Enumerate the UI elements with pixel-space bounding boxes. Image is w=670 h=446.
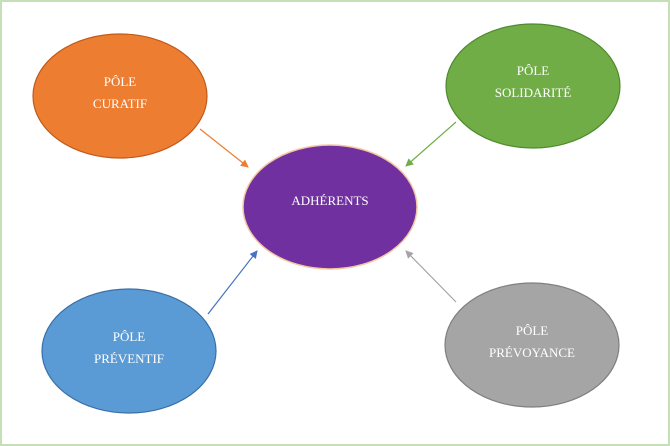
arrow-curatif-to-adherents — [199, 128, 249, 168]
pole-solidarite-ellipse — [445, 23, 621, 149]
pole-curatif: PÔLE CURATIF — [32, 33, 208, 159]
pole-prevoyance-line2: PRÉVOYANCE — [489, 345, 575, 360]
center-adherents-ellipse — [242, 144, 418, 270]
pole-solidarite-line2: SOLIDARITÉ — [495, 85, 572, 100]
pole-prevoyance-ellipse — [444, 282, 620, 408]
pole-preventif: PÔLE PRÉVENTIF — [41, 288, 217, 414]
pole-prevoyance-line1: PÔLE — [516, 323, 549, 338]
pole-prevoyance: PÔLE PRÉVOYANCE — [444, 282, 620, 408]
pole-preventif-line2: PRÉVENTIF — [94, 351, 164, 366]
arrow-preventif-to-adherents — [207, 250, 258, 315]
pole-curatif-line1: PÔLE — [104, 74, 137, 89]
pole-curatif-line2: CURATIF — [93, 96, 147, 111]
arrow-prevoyance-to-adherents — [405, 250, 457, 303]
pole-solidarite: PÔLE SOLIDARITÉ — [445, 23, 621, 149]
pole-preventif-line1: PÔLE — [113, 329, 146, 344]
pole-curatif-ellipse — [32, 33, 208, 159]
arrow-solidarite-to-adherents — [405, 121, 457, 167]
center-adherents: ADHÉRENTS — [242, 144, 418, 270]
pole-solidarite-line1: PÔLE — [517, 63, 550, 78]
center-label: ADHÉRENTS — [291, 193, 368, 208]
pole-preventif-ellipse — [41, 288, 217, 414]
